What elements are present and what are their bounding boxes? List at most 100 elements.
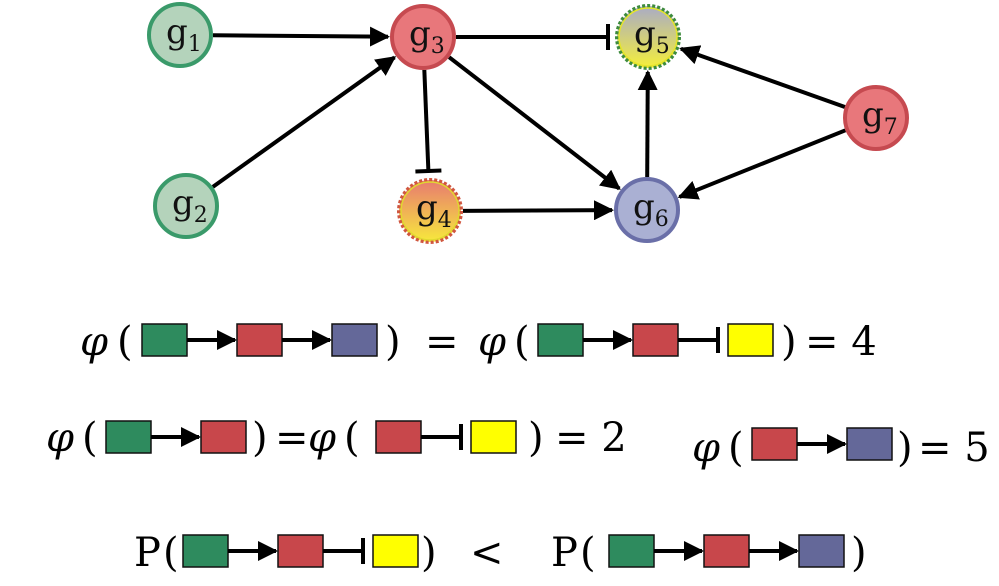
line4-close-a: ) (421, 530, 437, 576)
line1-motif-b (537, 323, 774, 357)
node-g4-subscript: 4 (438, 208, 452, 233)
edge-g1-g3-activation (212, 26, 391, 47)
motif-box-green (182, 534, 229, 568)
node-g5-subscript: 5 (656, 34, 670, 59)
motif-box-red (751, 427, 798, 461)
line2-motif-a (105, 420, 247, 454)
node-g5-label: g5 (634, 14, 670, 59)
line2-phi-b: φ (308, 415, 336, 461)
motif-box-red (277, 534, 324, 568)
node-g4: g4 (397, 178, 463, 244)
line3-motif (751, 427, 893, 461)
graph-edges (211, 24, 847, 221)
line1-close-a: ) (385, 319, 401, 365)
line2-open-b: ( (344, 415, 360, 461)
motif-box-yellow (372, 534, 419, 568)
motif-box-purple (331, 323, 378, 357)
motif-box-green (141, 323, 188, 357)
node-g5: g5 (615, 4, 681, 70)
line1-close-b: ) (781, 319, 797, 365)
line1-motif-a (141, 323, 378, 357)
edge-g7-g5-activation (679, 45, 846, 109)
line1-phi-a: φ (80, 319, 108, 365)
node-g7-base: g (862, 95, 884, 135)
edge-g4-g6-activation (462, 200, 615, 221)
node-g3-subscript: 3 (431, 34, 445, 59)
node-g2-base: g (172, 183, 194, 223)
line2-equals: = (275, 415, 309, 461)
node-g7: g7 (843, 85, 909, 151)
line3-close: ) (897, 425, 913, 471)
line4-motif-b (608, 534, 845, 568)
line1-equals: = (425, 319, 459, 365)
line3-open: ( (728, 425, 744, 471)
node-g3-circle (390, 4, 456, 70)
node-g1-subscript: 1 (188, 32, 202, 57)
node-g6-circle (614, 177, 680, 243)
node-g3-label: g3 (409, 14, 445, 59)
line4-close-b: ) (851, 530, 867, 576)
node-g5-ring (618, 7, 678, 67)
line1-result: = 4 (805, 319, 877, 365)
line4-p-b: P (551, 530, 578, 576)
motif-box-green (105, 420, 152, 454)
motif-box-red (236, 323, 283, 357)
node-g6-base: g (633, 187, 655, 227)
line2-motif-b (375, 420, 517, 454)
motif-box-red (200, 420, 247, 454)
motif-box-purple (798, 534, 845, 568)
line2-result: = 2 (555, 415, 627, 461)
line2-open-a: ( (82, 415, 98, 461)
node-g2-label: g2 (172, 183, 208, 228)
line4-p-a: P (134, 530, 161, 576)
node-g2-circle (153, 173, 219, 239)
motif-box-green (537, 323, 584, 357)
motif-box-red (703, 534, 750, 568)
line2-close-a: ) (252, 415, 268, 461)
line1-phi-b: φ (478, 319, 506, 365)
line3-phi: φ (692, 425, 720, 471)
node-g6: g6 (614, 177, 680, 243)
node-g1-label: g1 (166, 12, 202, 57)
node-g1-circle (147, 2, 213, 68)
node-g4-circle (397, 178, 463, 244)
node-g1: g1 (147, 2, 213, 68)
line2-phi-a: φ (46, 415, 74, 461)
line4-open-b: ( (580, 530, 596, 576)
line3-result: = 5 (918, 425, 990, 471)
edge-g6-g5-activation (637, 69, 658, 178)
node-g4-label: g4 (416, 188, 452, 233)
edge-g3-g4-inhibition (422, 69, 431, 172)
node-g5-circle (615, 4, 681, 70)
line4-less-than: < (470, 530, 504, 576)
motif-box-red (375, 420, 422, 454)
motif-box-yellow (470, 420, 517, 454)
node-g3: g3 (390, 4, 456, 70)
line1-open-a: ( (117, 319, 133, 365)
node-g4-base: g (416, 188, 438, 228)
node-g5-base: g (634, 14, 656, 54)
motif-box-purple (846, 427, 893, 461)
line1-open-b: ( (514, 319, 530, 365)
node-g7-subscript: 7 (884, 115, 898, 140)
edge-g7-g6-activation (677, 128, 847, 200)
motif-box-red (632, 323, 679, 357)
node-g2-subscript: 2 (194, 203, 208, 228)
node-g2: g2 (153, 173, 219, 239)
node-g7-circle (843, 85, 909, 151)
motif-box-green (608, 534, 655, 568)
edge-g2-g3-activation (211, 55, 397, 189)
node-g6-subscript: 6 (655, 207, 669, 232)
edge-g3-g4-inhibition-bar (415, 168, 442, 174)
edge-g3-g6-activation (447, 55, 621, 191)
node-g7-label: g7 (862, 95, 898, 140)
line4-motif-a (182, 534, 419, 568)
node-g3-base: g (409, 14, 431, 54)
node-g4-ring (400, 181, 460, 241)
line2-close-b: ) (528, 415, 544, 461)
motif-box-yellow (727, 323, 774, 357)
node-g1-base: g (166, 12, 188, 52)
